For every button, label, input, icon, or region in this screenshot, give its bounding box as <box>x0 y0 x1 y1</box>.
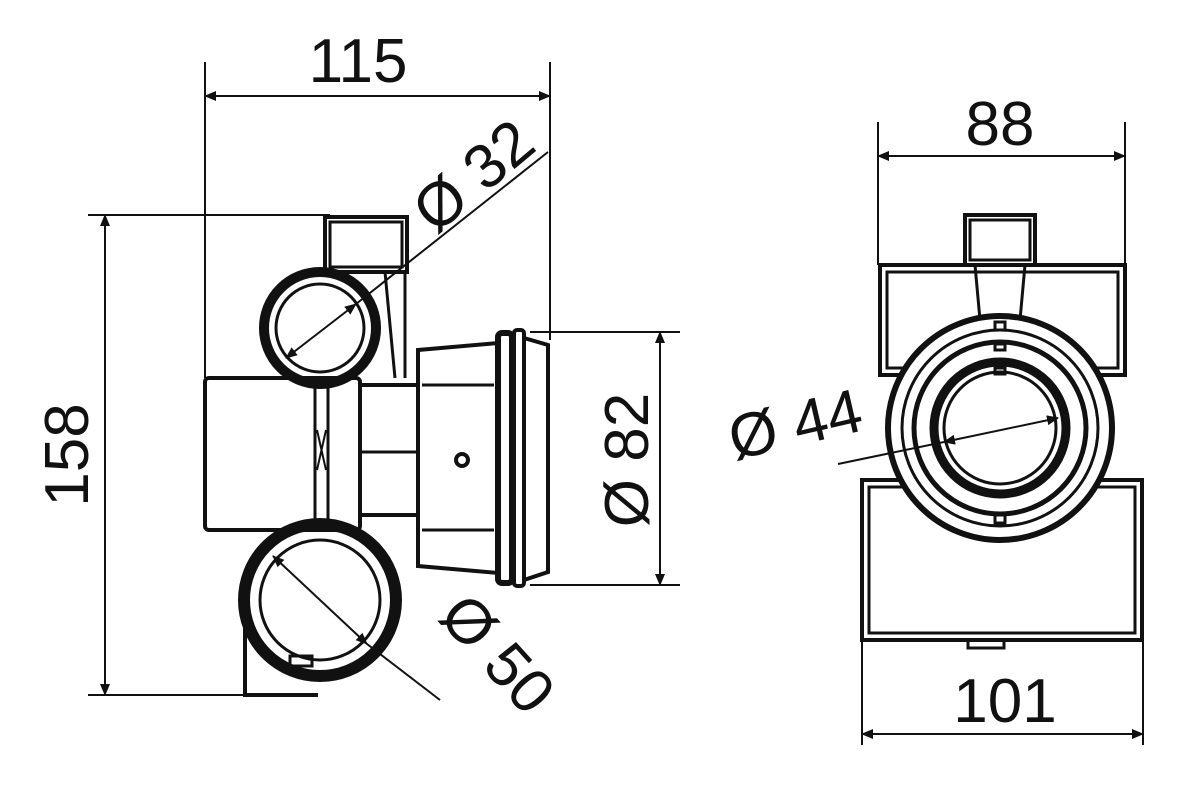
dim-line-d50 <box>272 555 368 645</box>
dim-label-88: 88 <box>966 90 1035 159</box>
dim-label-d32: Ø 32 <box>400 107 547 246</box>
side-top-port <box>963 213 1037 267</box>
dim-label-158: 158 <box>33 403 102 506</box>
dim-line-d44 <box>943 415 1059 445</box>
dim-label-101: 101 <box>953 667 1056 736</box>
front-top-port <box>323 215 409 274</box>
dim-line-d32 <box>285 303 357 359</box>
front-bottom-ring <box>238 518 402 682</box>
front-left-body <box>203 376 362 532</box>
front-top-ring <box>259 267 381 389</box>
front-center-connector <box>358 383 420 517</box>
side-view: 88 101 Ø 44 <box>722 90 1144 745</box>
dim-label-115: 115 <box>309 27 408 96</box>
front-view: 115 158 Ø 82 Ø 32 Ø 50 <box>33 27 680 727</box>
dim-label-d50: Ø 50 <box>427 581 568 727</box>
dim-label-d44: Ø 44 <box>722 376 868 473</box>
dim-label-d82: Ø 82 <box>593 393 662 527</box>
side-bore-ring <box>929 357 1071 499</box>
